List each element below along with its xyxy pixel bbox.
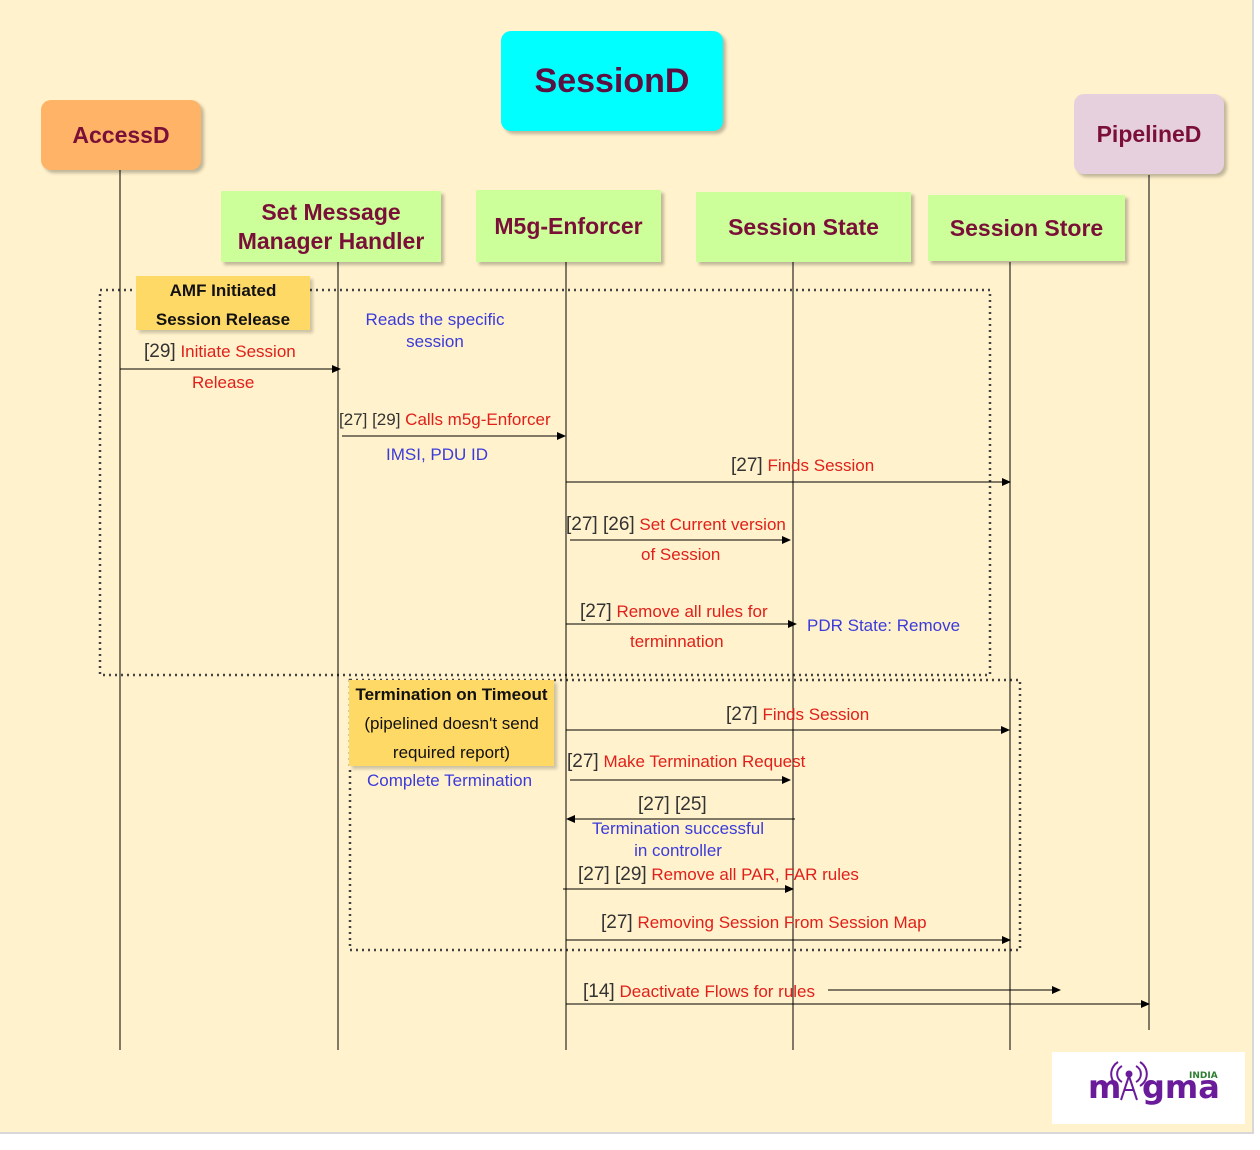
- label-termination-successful: Termination successful in controller: [592, 819, 764, 860]
- logo-india: INDIA: [1189, 1071, 1218, 1081]
- set-message-manager-label: Set Message Manager Handler: [237, 198, 425, 254]
- session-state-label: Session State: [728, 213, 879, 240]
- label-finds-session-1: [27] Finds Session: [731, 456, 874, 476]
- antenna-icon: [1110, 1061, 1148, 1101]
- label-calls-m5g: [27] [29] Calls m5g-Enforcer: [339, 410, 551, 430]
- label-terminnation: terminnation: [630, 632, 724, 651]
- finds-session-2-text: Finds Session: [762, 705, 870, 724]
- remove-all-rules-text: Remove all rules for: [616, 602, 768, 621]
- logo-gma: gma: [1142, 1068, 1220, 1106]
- logo-m: m: [1088, 1068, 1121, 1106]
- ref-27-e: [27]: [601, 912, 633, 933]
- participant-sessiond: SessionD: [501, 31, 723, 131]
- magma-india-logo: m gma INDIA: [1052, 1052, 1245, 1124]
- ref-27-a: [27]: [731, 455, 763, 476]
- accessd-label: AccessD: [72, 121, 170, 148]
- label-set-current-version: [27] [26] Set Current version: [566, 515, 786, 535]
- ref-27-d: [27]: [567, 751, 599, 772]
- sequence-lines: [98, 170, 1150, 1050]
- set-current-version-text: Set Current version: [639, 515, 786, 534]
- label-finds-session-2: [27] Finds Session: [726, 705, 869, 725]
- label-of-session: of Session: [641, 545, 721, 564]
- participant-pipelined: PipelineD: [1074, 94, 1224, 174]
- label-remove-par-far: [27] [29] Remove all PAR, FAR rules: [578, 865, 859, 885]
- note-amf-initiated-text: AMF Initiated Session Release: [155, 281, 291, 329]
- session-store-label: Session Store: [949, 214, 1104, 241]
- text-reads-specific-session: Reads the specific session: [365, 310, 505, 351]
- ref-27-26: [27] [26]: [566, 514, 635, 535]
- calls-m5g-text: Calls m5g-Enforcer: [405, 410, 551, 429]
- label-imsi-pdu: IMSI, PDU ID: [386, 445, 489, 464]
- frame-termination-timeout: [348, 678, 1022, 952]
- ref-27-29: [27] [29]: [339, 410, 401, 429]
- component-session-state: Session State: [696, 192, 911, 262]
- component-m5g-enforcer: M5g-Enforcer: [476, 190, 661, 262]
- note-termination-timeout: Termination on Timeout (pipelined doesn'…: [349, 680, 554, 766]
- participant-accessd: AccessD: [41, 100, 201, 170]
- ref-27-29-b: [27] [29]: [578, 864, 647, 885]
- ref-27-c: [27]: [726, 704, 758, 725]
- ref-27-b: [27]: [580, 601, 612, 622]
- component-session-store: Session Store: [928, 195, 1125, 261]
- make-termination-request-text: Make Termination Request: [603, 752, 806, 771]
- component-set-message-manager: Set Message Manager Handler: [221, 191, 441, 262]
- label-pdr-state: PDR State: Remove: [807, 616, 961, 635]
- label-removing-session: [27] Removing Session From Session Map: [601, 913, 927, 933]
- finds-session-1-text: Finds Session: [767, 456, 875, 475]
- remove-par-far-text: Remove all PAR, FAR rules: [651, 865, 859, 884]
- note-amf-initiated: AMF Initiated Session Release: [136, 276, 310, 330]
- removing-session-text: Removing Session From Session Map: [637, 913, 927, 932]
- label-initiate-session: [29] Initiate Session: [144, 342, 296, 362]
- ref-14: [14]: [583, 981, 615, 1002]
- ref-29: [29]: [144, 341, 176, 362]
- initiate-session-text: Initiate Session: [180, 342, 296, 361]
- note-timeout-body: (pipelined doesn't send required report): [364, 714, 539, 762]
- deactivate-flows-text: Deactivate Flows for rules: [619, 982, 816, 1001]
- m5g-enforcer-label: M5g-Enforcer: [494, 212, 643, 239]
- frame-amf-release: [98, 288, 992, 677]
- sessiond-label: SessionD: [534, 61, 690, 100]
- pipelined-label: PipelineD: [1096, 120, 1202, 147]
- label-make-termination-request: [27] Make Termination Request: [567, 752, 805, 772]
- note-timeout-title: Termination on Timeout: [355, 685, 548, 704]
- label-complete-termination: Complete Termination: [367, 771, 533, 790]
- label-remove-all-rules: [27] Remove all rules for: [580, 602, 768, 622]
- magma-logo-graphic: m gma INDIA: [1088, 1061, 1220, 1106]
- label-deactivate-flows: [14] Deactivate Flows for rules: [583, 982, 815, 1002]
- label-ref-27-25: [27] [25]: [638, 794, 707, 815]
- label-release: Release: [192, 373, 255, 392]
